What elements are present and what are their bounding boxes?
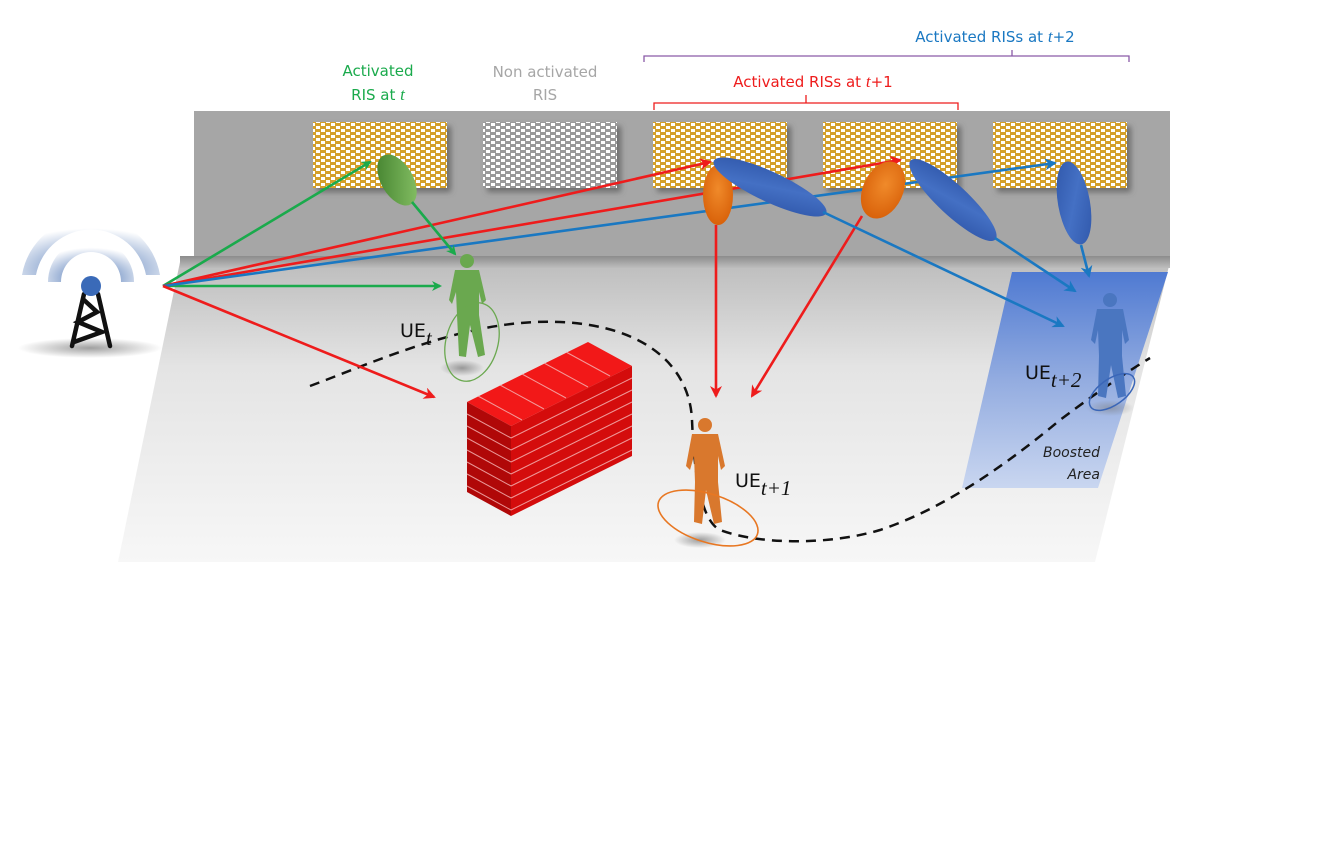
label-boosted-area: Boosted Area [1020,442,1100,486]
ue-t2-figure [1086,293,1136,416]
brick-wall-obstacle [466,342,633,516]
ray-red-ris4-to-ue [750,215,864,398]
time-offset: +1 [870,73,893,91]
label-ue-t2: UEt+2 [1025,362,1081,393]
person-icon [1091,293,1129,398]
ray-blue-ris3-to-ue [822,210,1065,328]
floor [118,262,1170,562]
ue-base: UE [1025,362,1051,384]
ue-trajectory [309,320,1151,543]
label-non-activated-ris: Non activated RIS [470,61,620,107]
beam-orange-ris3 [703,165,733,225]
label-activated-ris-t2: Activated RISs at t+2 [890,25,1100,49]
label-ue-t1: UEt+1 [735,470,791,501]
label-boosted-line1: Boosted [1042,445,1100,461]
ue-t1-coverage-ring [657,489,759,547]
ray-green-to-ris1 [162,160,372,288]
ue-subscript: t+1 [760,476,792,500]
ray-blue-ris4-to-ue [994,236,1077,293]
ue-base: UE [400,320,426,342]
ray-red-to-ris3 [162,158,712,288]
ue-t-figure [440,254,500,382]
label-ue-t: UEt [400,320,432,351]
bracket-t2 [643,50,1130,62]
ray-red-blocked [162,284,436,399]
person-icon [449,254,486,357]
tower-icon [69,291,113,349]
beam-blue-ris5 [1056,161,1092,245]
beam-blue-ris3 [713,157,827,217]
base-station-shadow [18,338,162,358]
ray-green-ris1-to-ue [410,201,457,256]
signal-wave-inner-icon [48,239,134,282]
person-icon [686,418,725,524]
label-activated-ris-t-line1: Activated [342,62,414,80]
antenna-icon [81,276,101,296]
time-variable: t [865,72,871,91]
beam-orange-ris4 [860,161,906,219]
ue-t1-figure [657,418,759,548]
label-activated-ris-t: Activated RIS at t [318,60,438,107]
ris-panel-2 [483,122,617,188]
label-text: Activated RISs at [915,28,1048,46]
ray-blue-ris5-to-ue [1079,244,1093,278]
label-non-activated-line1: Non activated [492,63,598,81]
beam-blue-ris4 [909,158,997,242]
ue-t2-coverage-ring [1088,372,1136,412]
label-activated-ris-t1: Activated RISs at t+1 [708,70,918,94]
label-text: RIS at [351,86,401,104]
beam-green-ris1 [377,154,417,206]
ue-t-coverage-ring [444,302,500,382]
label-text: Activated RISs at [733,73,866,91]
ue-subscript: t [425,326,432,350]
signal-wave-outer-icon [22,216,160,275]
ray-blue-to-ris5 [162,158,1057,288]
time-offset: +2 [1052,28,1075,46]
label-boosted-line2: Area [1067,467,1100,483]
bracket-t1 [653,95,959,110]
label-non-activated-line2: RIS [532,86,558,104]
time-variable: t [1047,27,1053,46]
ue-base: UE [735,470,761,492]
time-variable: t [400,85,405,104]
base-station [18,216,162,358]
ue-subscript: t+2 [1050,368,1082,392]
label-activated-ris-t-line2: RIS at t [318,83,438,107]
